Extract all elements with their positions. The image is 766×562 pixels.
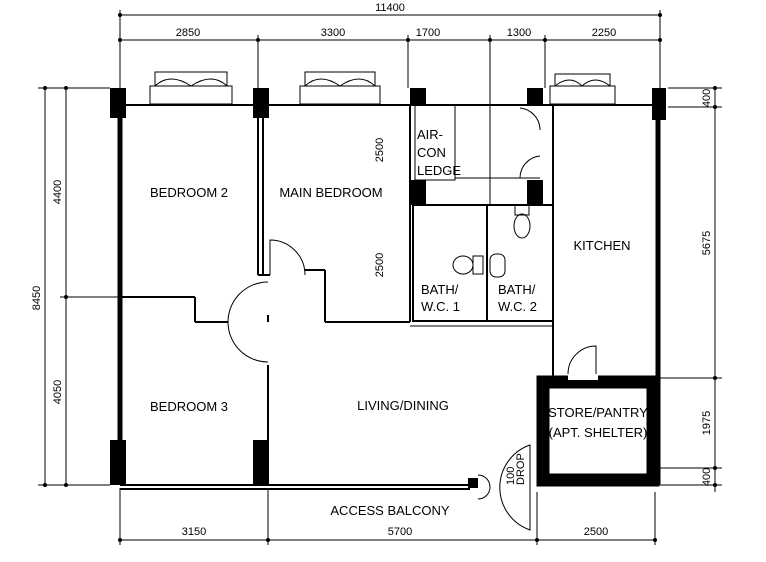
dim-top-1: 2850: [176, 27, 200, 39]
dim-bottom-1: 3150: [182, 526, 206, 538]
dim-top-4: 1300: [507, 27, 531, 39]
dim-inner-2: 2500: [374, 253, 386, 277]
dim-right-2: 5675: [701, 231, 713, 255]
dim-right-3: 1975: [701, 411, 713, 435]
label-living-dining: LIVING/DINING: [357, 398, 449, 413]
windows: [149, 71, 616, 105]
top-dimensions: 11400 2850 3300 1700 1300 2250: [118, 2, 662, 205]
dim-bottom-3: 2500: [584, 526, 608, 538]
dim-bottom-2: 5700: [388, 526, 412, 538]
dim-top-3: 1700: [416, 27, 440, 39]
dim-left-2: 4050: [52, 380, 64, 404]
label-store-2: (APT. SHELTER): [549, 425, 648, 440]
label-drop-100: 100: [505, 467, 517, 485]
dim-right-1: 400: [701, 89, 713, 107]
label-air-con-1: AIR-: [417, 127, 443, 142]
label-bedroom-2: BEDROOM 2: [150, 185, 228, 200]
dim-top-5: 2250: [592, 27, 616, 39]
label-air-con-3: LEDGE: [417, 163, 461, 178]
label-bath1-1: BATH/: [421, 282, 459, 297]
room-labels: BEDROOM 2 MAIN BEDROOM AIR- CON LEDGE BA…: [150, 127, 648, 518]
label-air-con-2: CON: [417, 145, 446, 160]
label-access-balcony: ACCESS BALCONY: [330, 503, 450, 518]
bottom-dimensions: 3150 5700 2500: [118, 488, 657, 545]
right-dimensions: 400 5675 1975 400: [660, 86, 722, 492]
dim-left-total: 8450: [31, 286, 43, 310]
dim-top-2: 3300: [321, 27, 345, 39]
dim-inner-1: 2500: [374, 138, 386, 162]
label-bath2-1: BATH/: [498, 282, 536, 297]
dim-left-1: 4400: [52, 180, 64, 204]
dim-right-4: 400: [701, 468, 713, 486]
label-drop: DROP: [515, 453, 527, 485]
left-dimensions: 8450 4400 4050: [31, 86, 120, 487]
label-bath2-2: W.C. 2: [498, 299, 537, 314]
label-bedroom-3: BEDROOM 3: [150, 399, 228, 414]
label-main-bedroom: MAIN BEDROOM: [279, 185, 382, 200]
walls: [110, 88, 666, 490]
dim-overall-width: 11400: [375, 2, 405, 14]
doors: [227, 107, 597, 531]
label-kitchen: KITCHEN: [573, 238, 630, 253]
label-store-1: STORE/PANTRY: [548, 405, 648, 420]
label-bath1-2: W.C. 1: [421, 299, 460, 314]
